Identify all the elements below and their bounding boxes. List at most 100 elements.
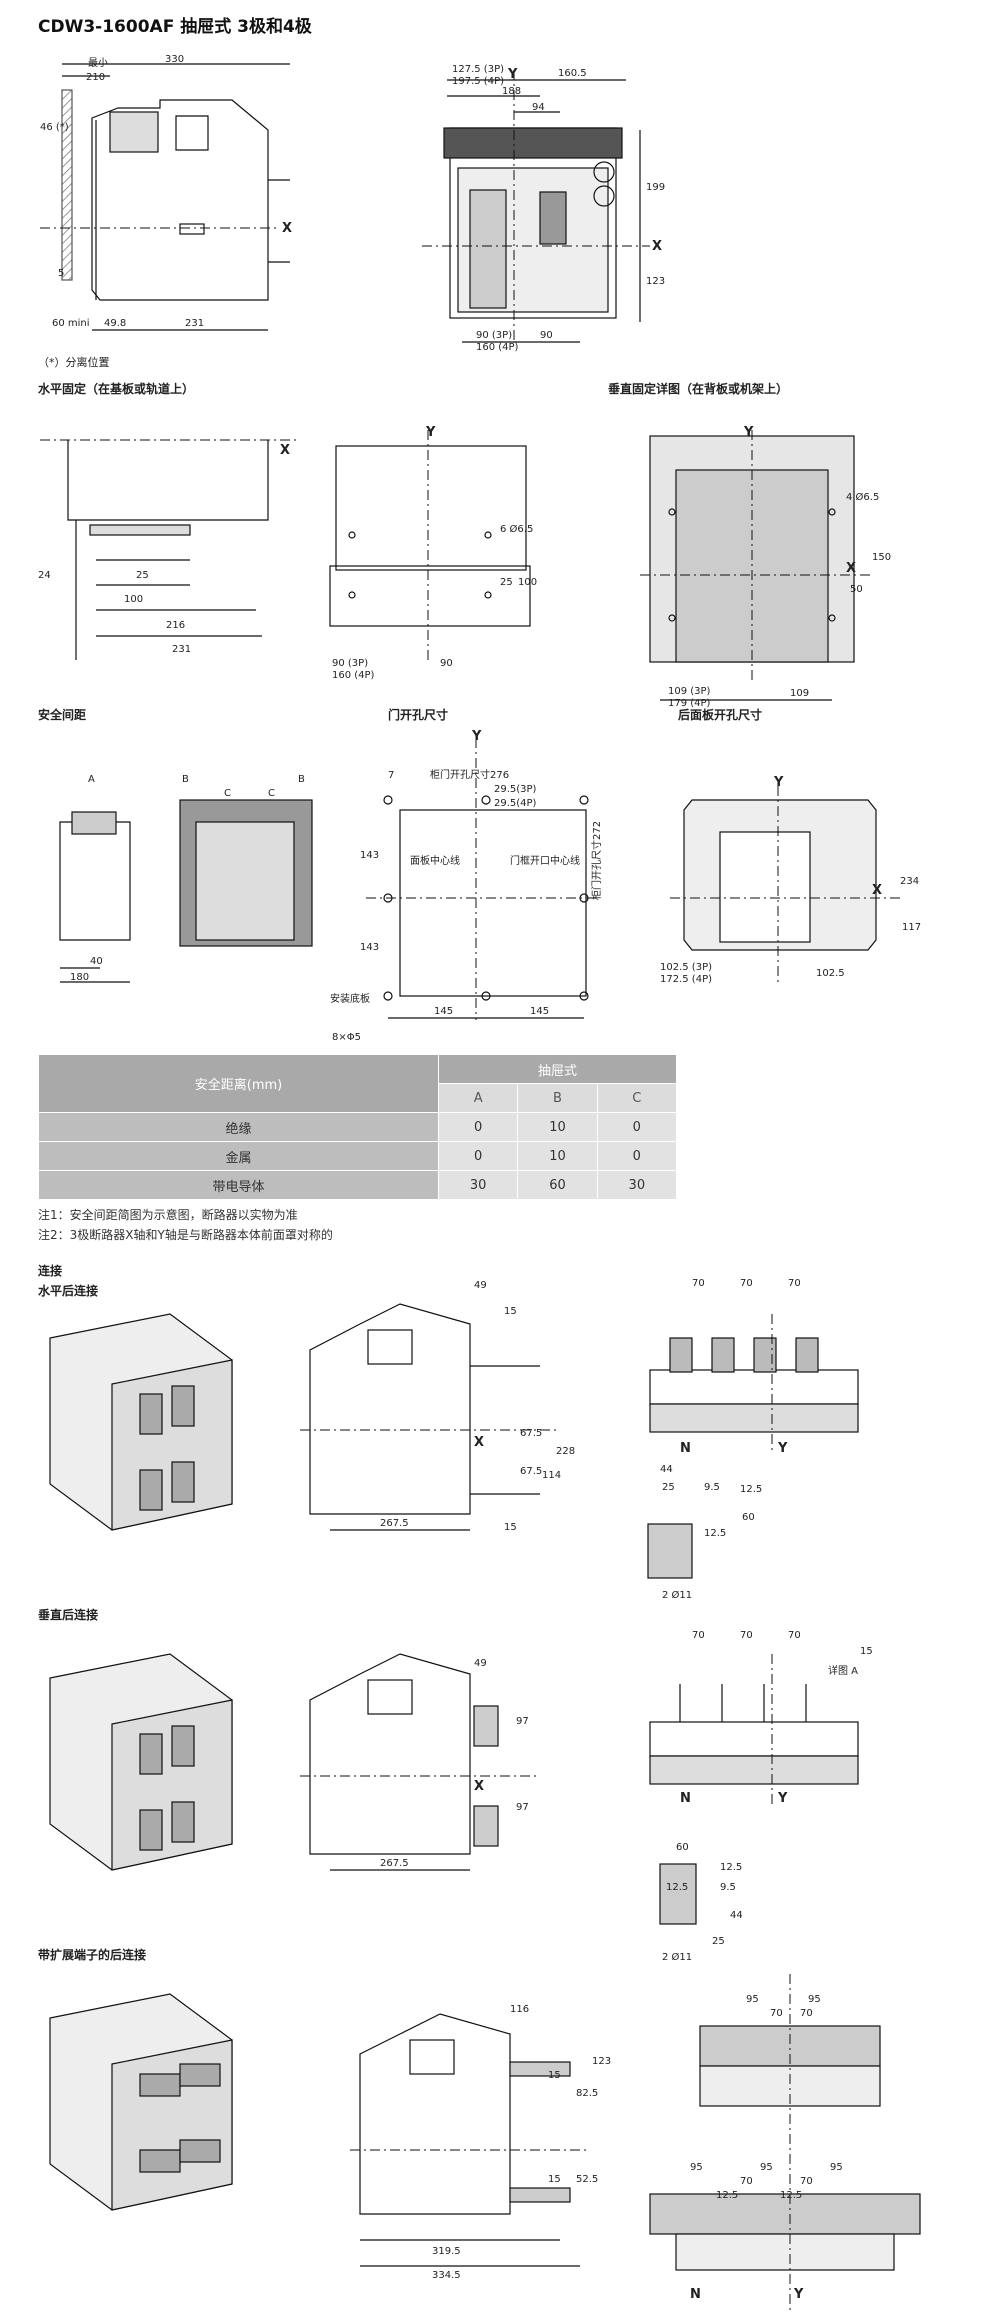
dim-210: 210 (86, 72, 105, 83)
ext-52: 52.5 (576, 2174, 598, 2185)
table-cell: 60 (517, 1170, 598, 1200)
hrear-44: 44 (660, 1464, 673, 1475)
dim-123: 123 (646, 276, 665, 287)
table-row: 带电导体 30 60 30 (37, 1170, 678, 1200)
door-272: 柜门开孔尺寸272 (590, 821, 603, 900)
axis-n-3: N (690, 2287, 701, 2302)
ext-12b: 12.5 (780, 2190, 802, 2201)
heading-connect: 连接 (38, 1264, 63, 1278)
vrear-44: 44 (730, 1910, 743, 1921)
axis-n-1: N (680, 1441, 691, 1456)
axis-x-4: X (846, 561, 856, 576)
vrear-70b: 70 (740, 1630, 753, 1641)
table-cell: 30 (596, 1170, 678, 1200)
dim-5: 5 (58, 268, 64, 279)
dim-199: 199 (646, 182, 665, 193)
ext-116: 116 (510, 2004, 529, 2015)
vrear-12b: 12.5 (666, 1882, 688, 1893)
vfix-109: 109 (790, 688, 809, 699)
table-header-label: 安全距离(mm) (37, 1054, 440, 1113)
hrear-67b: 67.5 (520, 1466, 542, 1477)
ext-70a: 70 (770, 2008, 783, 2019)
safety-180: 180 (70, 972, 89, 983)
dim-231: 231 (185, 318, 204, 329)
heading-h-rear: 水平后连接 (38, 1284, 99, 1298)
vrear-detail-a: 详图 A (828, 1664, 858, 1677)
vrear-25: 25 (712, 1936, 725, 1947)
hrear-70b: 70 (740, 1278, 753, 1289)
heading-horizontal-fix: 水平固定（在基板或轨道上） (38, 382, 195, 396)
table-cell: 金属 (37, 1141, 440, 1171)
safety-c1: C (224, 788, 231, 799)
vrear-97b: 97 (516, 1802, 529, 1813)
vrear-70c: 70 (788, 1630, 801, 1641)
rear-102-3p: 102.5 (3P) (660, 962, 712, 973)
vfix-50: 50 (850, 584, 863, 595)
door-143b: 143 (360, 942, 379, 953)
hrear-25: 25 (662, 1482, 675, 1493)
axis-y-6: Y (777, 1441, 788, 1456)
axis-y-8: Y (793, 2287, 804, 2302)
hrear-70a: 70 (692, 1278, 705, 1289)
axis-y-3: Y (743, 425, 754, 440)
door-7: 7 (388, 770, 394, 781)
ext-70b: 70 (800, 2008, 813, 2019)
dim-46: 46 (*) (40, 122, 69, 133)
vrear-95: 9.5 (720, 1882, 736, 1893)
hrear-228: 228 (556, 1446, 575, 1457)
fix-25: 25 (136, 570, 149, 581)
connection-drawings: 49 15 67.5 67.5 228 114 15 267.5 70 70 7… (49, 1278, 921, 2314)
hrear-70c: 70 (788, 1278, 801, 1289)
axis-x-6: X (474, 1435, 484, 1450)
axis-n-2: N (680, 1791, 691, 1806)
vfix-109-3p: 109 (3P) (668, 686, 711, 697)
door-base: 安装底板 (330, 992, 370, 1005)
vfix-179-4p: 179 (4P) (668, 698, 711, 709)
safety-b2: B (298, 774, 305, 785)
table-col-c: C (596, 1083, 678, 1113)
rear-234: 234 (900, 876, 919, 887)
dim-90: 90 (540, 330, 553, 341)
door-29-4p: 29.5(4P) (494, 798, 537, 809)
rear-102: 102.5 (816, 968, 845, 979)
table-cell: 0 (438, 1112, 519, 1142)
hrear-12a: 12.5 (740, 1484, 762, 1495)
dim-160-5: 160.5 (558, 68, 587, 79)
top-drawings: 330 最小 210 46 (*) 5 60 mini 49.8 231 127… (38, 54, 921, 1043)
safety-c2: C (268, 788, 275, 799)
door-143a: 143 (360, 850, 379, 861)
table-row: 绝缘 0 10 0 (37, 1112, 678, 1142)
axis-y-2: Y (425, 425, 436, 440)
table-col-a: A (438, 1083, 519, 1113)
dim-127-5: 127.5 (3P) (452, 64, 504, 75)
ext-82: 82.5 (576, 2088, 598, 2099)
rear-117: 117 (902, 922, 921, 933)
hrear-67a: 67.5 (520, 1428, 542, 1439)
note-2: 注2：3极断路器X轴和Y轴是与断路器本体前面罩对称的 (38, 1228, 333, 1242)
dim-60mini: 60 mini (52, 318, 90, 329)
axis-x-2: X (652, 239, 662, 254)
ext-95a: 95 (746, 1994, 759, 2005)
ext-12a: 12.5 (716, 2190, 738, 2201)
dim-94: 94 (532, 102, 545, 113)
ext-70d: 70 (800, 2176, 813, 2187)
ext-15a: 15 (548, 2070, 561, 2081)
heading-ext-rear: 带扩展端子的后连接 (38, 1948, 147, 1962)
ext-319: 319.5 (432, 2246, 461, 2257)
table-cell: 10 (517, 1112, 598, 1142)
dim-197-5: 197.5 (4P) (452, 76, 504, 87)
axis-y-1: Y (507, 67, 518, 82)
vfix-150: 150 (872, 552, 891, 563)
hrear-15b: 15 (504, 1522, 517, 1533)
fix-100b: 100 (518, 577, 537, 588)
table-cell: 0 (438, 1141, 519, 1171)
door-145a: 145 (434, 1006, 453, 1017)
fix-100: 100 (124, 594, 143, 605)
vrear-15: 15 (860, 1646, 873, 1657)
ext-334: 334.5 (432, 2270, 461, 2281)
fix-231: 231 (172, 644, 191, 655)
fix-160-4p: 160 (4P) (332, 670, 375, 681)
vrear-70a: 70 (692, 1630, 705, 1641)
fix-24: 24 (38, 570, 51, 581)
axis-x-5: X (872, 883, 882, 898)
